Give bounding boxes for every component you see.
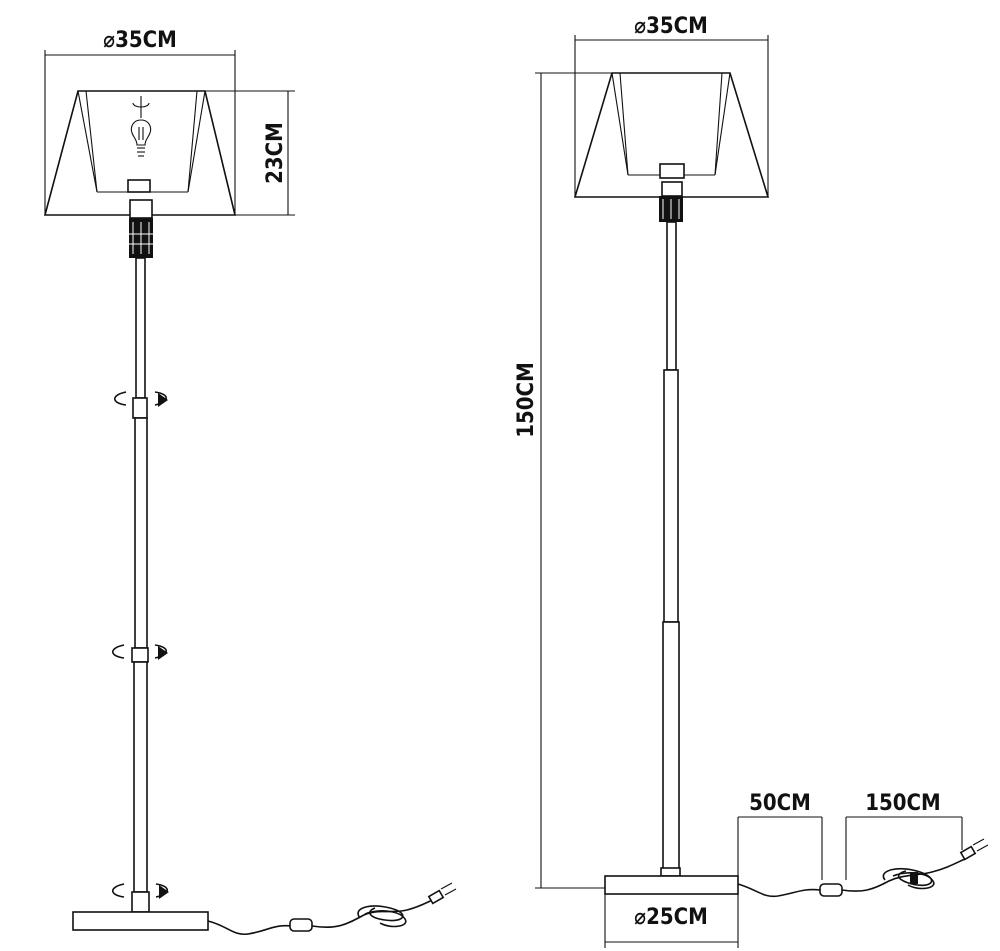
right-base: [604, 875, 739, 895]
total-height-dimension: 150CM: [514, 72, 730, 889]
left-shade-height-label: 23CM: [263, 122, 288, 184]
total-height-label: 150CM: [514, 362, 539, 438]
switch-to-plug-label: 150CM: [865, 791, 941, 816]
left-shade-width-dimension: ⌀35CM: [44, 28, 236, 215]
right-lamp-view: ⌀35CM 150CM: [514, 14, 989, 948]
light-bulb-icon: [130, 96, 152, 157]
cord-length-dimensions: 50CM 150CM: [737, 791, 963, 880]
right-plug-icon: [959, 845, 977, 861]
left-shade-width-label: ⌀35CM: [103, 28, 177, 53]
foot-switch-icon: [289, 918, 313, 932]
right-power-cord: [737, 838, 989, 898]
rotate-arrow-icon: [111, 391, 169, 899]
base-width-label: ⌀25CM: [634, 905, 708, 930]
cord-to-switch-label: 50CM: [749, 791, 811, 816]
base-width-dimension: ⌀25CM: [604, 894, 739, 948]
left-socket: [127, 179, 153, 258]
right-shade-width-dimension: ⌀35CM: [574, 14, 769, 197]
left-lamp-view: ⌀35CM 23CM: [43, 28, 457, 936]
left-pole: [131, 257, 150, 913]
plug-icon: [427, 889, 445, 905]
right-shade-width-label: ⌀35CM: [634, 14, 708, 39]
right-pole: [660, 221, 681, 877]
cord-clip: [910, 872, 918, 884]
left-power-cord: [207, 882, 457, 936]
left-shade-height-dimension: 23CM: [205, 90, 295, 216]
left-base: [72, 911, 209, 931]
right-foot-switch-icon: [819, 883, 843, 897]
right-socket: [659, 163, 685, 222]
left-lamp-shade: [43, 90, 237, 216]
